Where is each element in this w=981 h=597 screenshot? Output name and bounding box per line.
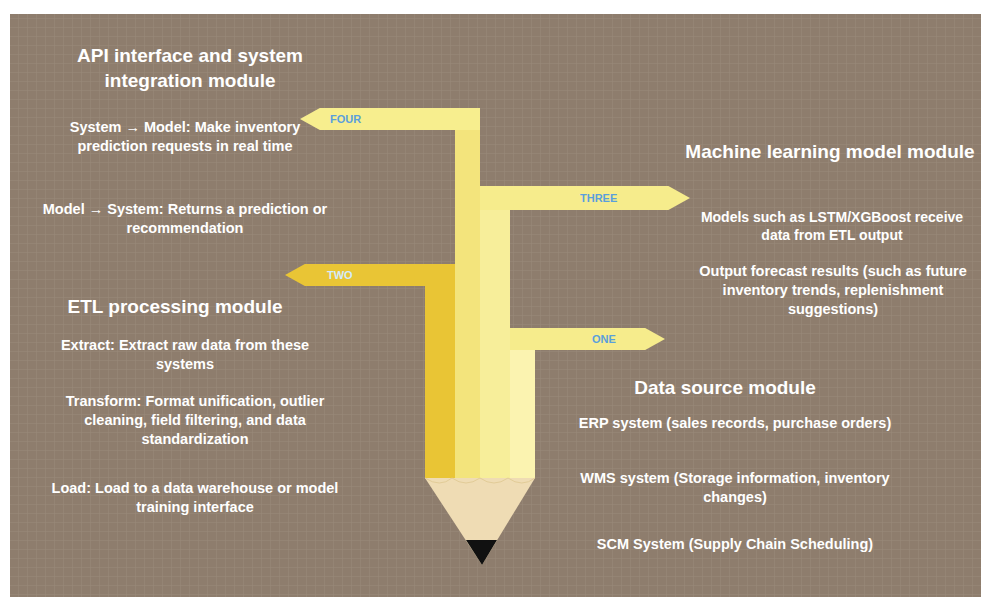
- module-text: SCM System (Supply Chain Scheduling): [565, 535, 905, 554]
- module-title: Machine learning model module: [682, 140, 978, 165]
- module-title: ETL processing module: [40, 295, 310, 320]
- banner-shape: [285, 264, 455, 286]
- module-title: Data source module: [580, 376, 870, 401]
- banner-shape: [300, 108, 480, 130]
- banner-shape: [510, 328, 665, 350]
- module-title: API interface and system integration mod…: [40, 44, 340, 93]
- module-text: Models such as LSTM/XGBoost receive data…: [686, 208, 978, 244]
- module-text: WMS system (Storage information, invento…: [565, 469, 905, 507]
- module-text: Load: Load to a data warehouse or model …: [40, 479, 350, 517]
- module-text: Transform: Format unification, outlier c…: [40, 392, 350, 449]
- step-number: TWO: [327, 270, 353, 281]
- arrow-banner: TWO: [285, 264, 455, 286]
- step-number: THREE: [580, 193, 617, 204]
- step-number: FOUR: [330, 114, 361, 125]
- arrow-banner: FOUR: [300, 108, 480, 130]
- module-text: Model → System: Returns a prediction or …: [40, 200, 330, 238]
- arrow-banner: ONE: [510, 328, 665, 350]
- step-number: ONE: [592, 334, 616, 345]
- module-text: Output forecast results (such as future …: [688, 262, 978, 319]
- module-text: System → Model: Make inventory predictio…: [40, 118, 330, 156]
- module-text: ERP system (sales records, purchase orde…: [565, 414, 905, 433]
- module-text: Extract: Extract raw data from these sys…: [40, 336, 330, 374]
- arrow-banner: THREE: [480, 186, 690, 210]
